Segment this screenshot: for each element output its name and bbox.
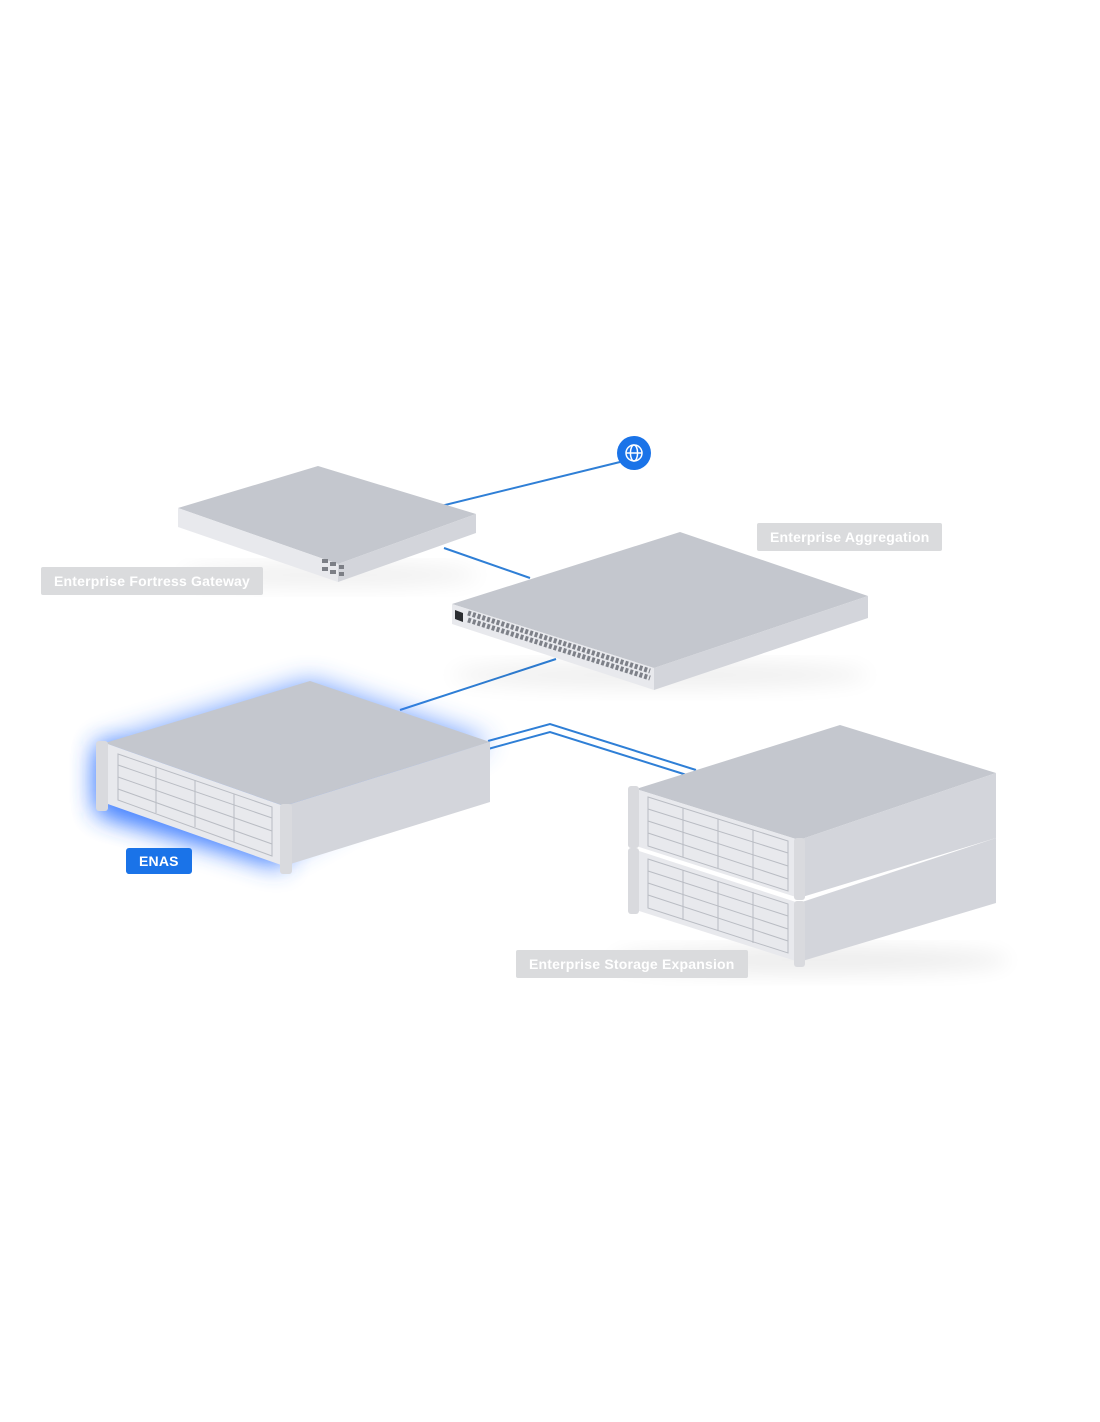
label-enterprise-storage-expansion[interactable]: Enterprise Storage Expansion [516,950,748,978]
gateway-ports [322,559,344,576]
enas-device[interactable] [96,681,490,874]
enas-right-handle [280,804,292,874]
label-enterprise-fortress-gateway[interactable]: Enterprise Fortress Gateway [41,567,264,595]
enas-drive-bays [117,753,273,857]
link-enas-expansion-a [487,722,697,771]
enas-left-handle [96,741,108,811]
internet-node[interactable] [617,436,651,470]
expansion-bottom-drive-bays [647,858,789,954]
expansion-top-drive-bays [647,796,789,892]
aggregation-switch-device[interactable] [450,532,870,690]
link-enas-expansion-b [487,730,691,777]
aggregation-sfp-ports [467,610,651,681]
link-gateway-aggregation [443,547,531,579]
label-enas[interactable]: ENAS [126,848,192,874]
globe-icon [625,444,643,462]
label-enterprise-aggregation[interactable]: Enterprise Aggregation [757,523,943,551]
